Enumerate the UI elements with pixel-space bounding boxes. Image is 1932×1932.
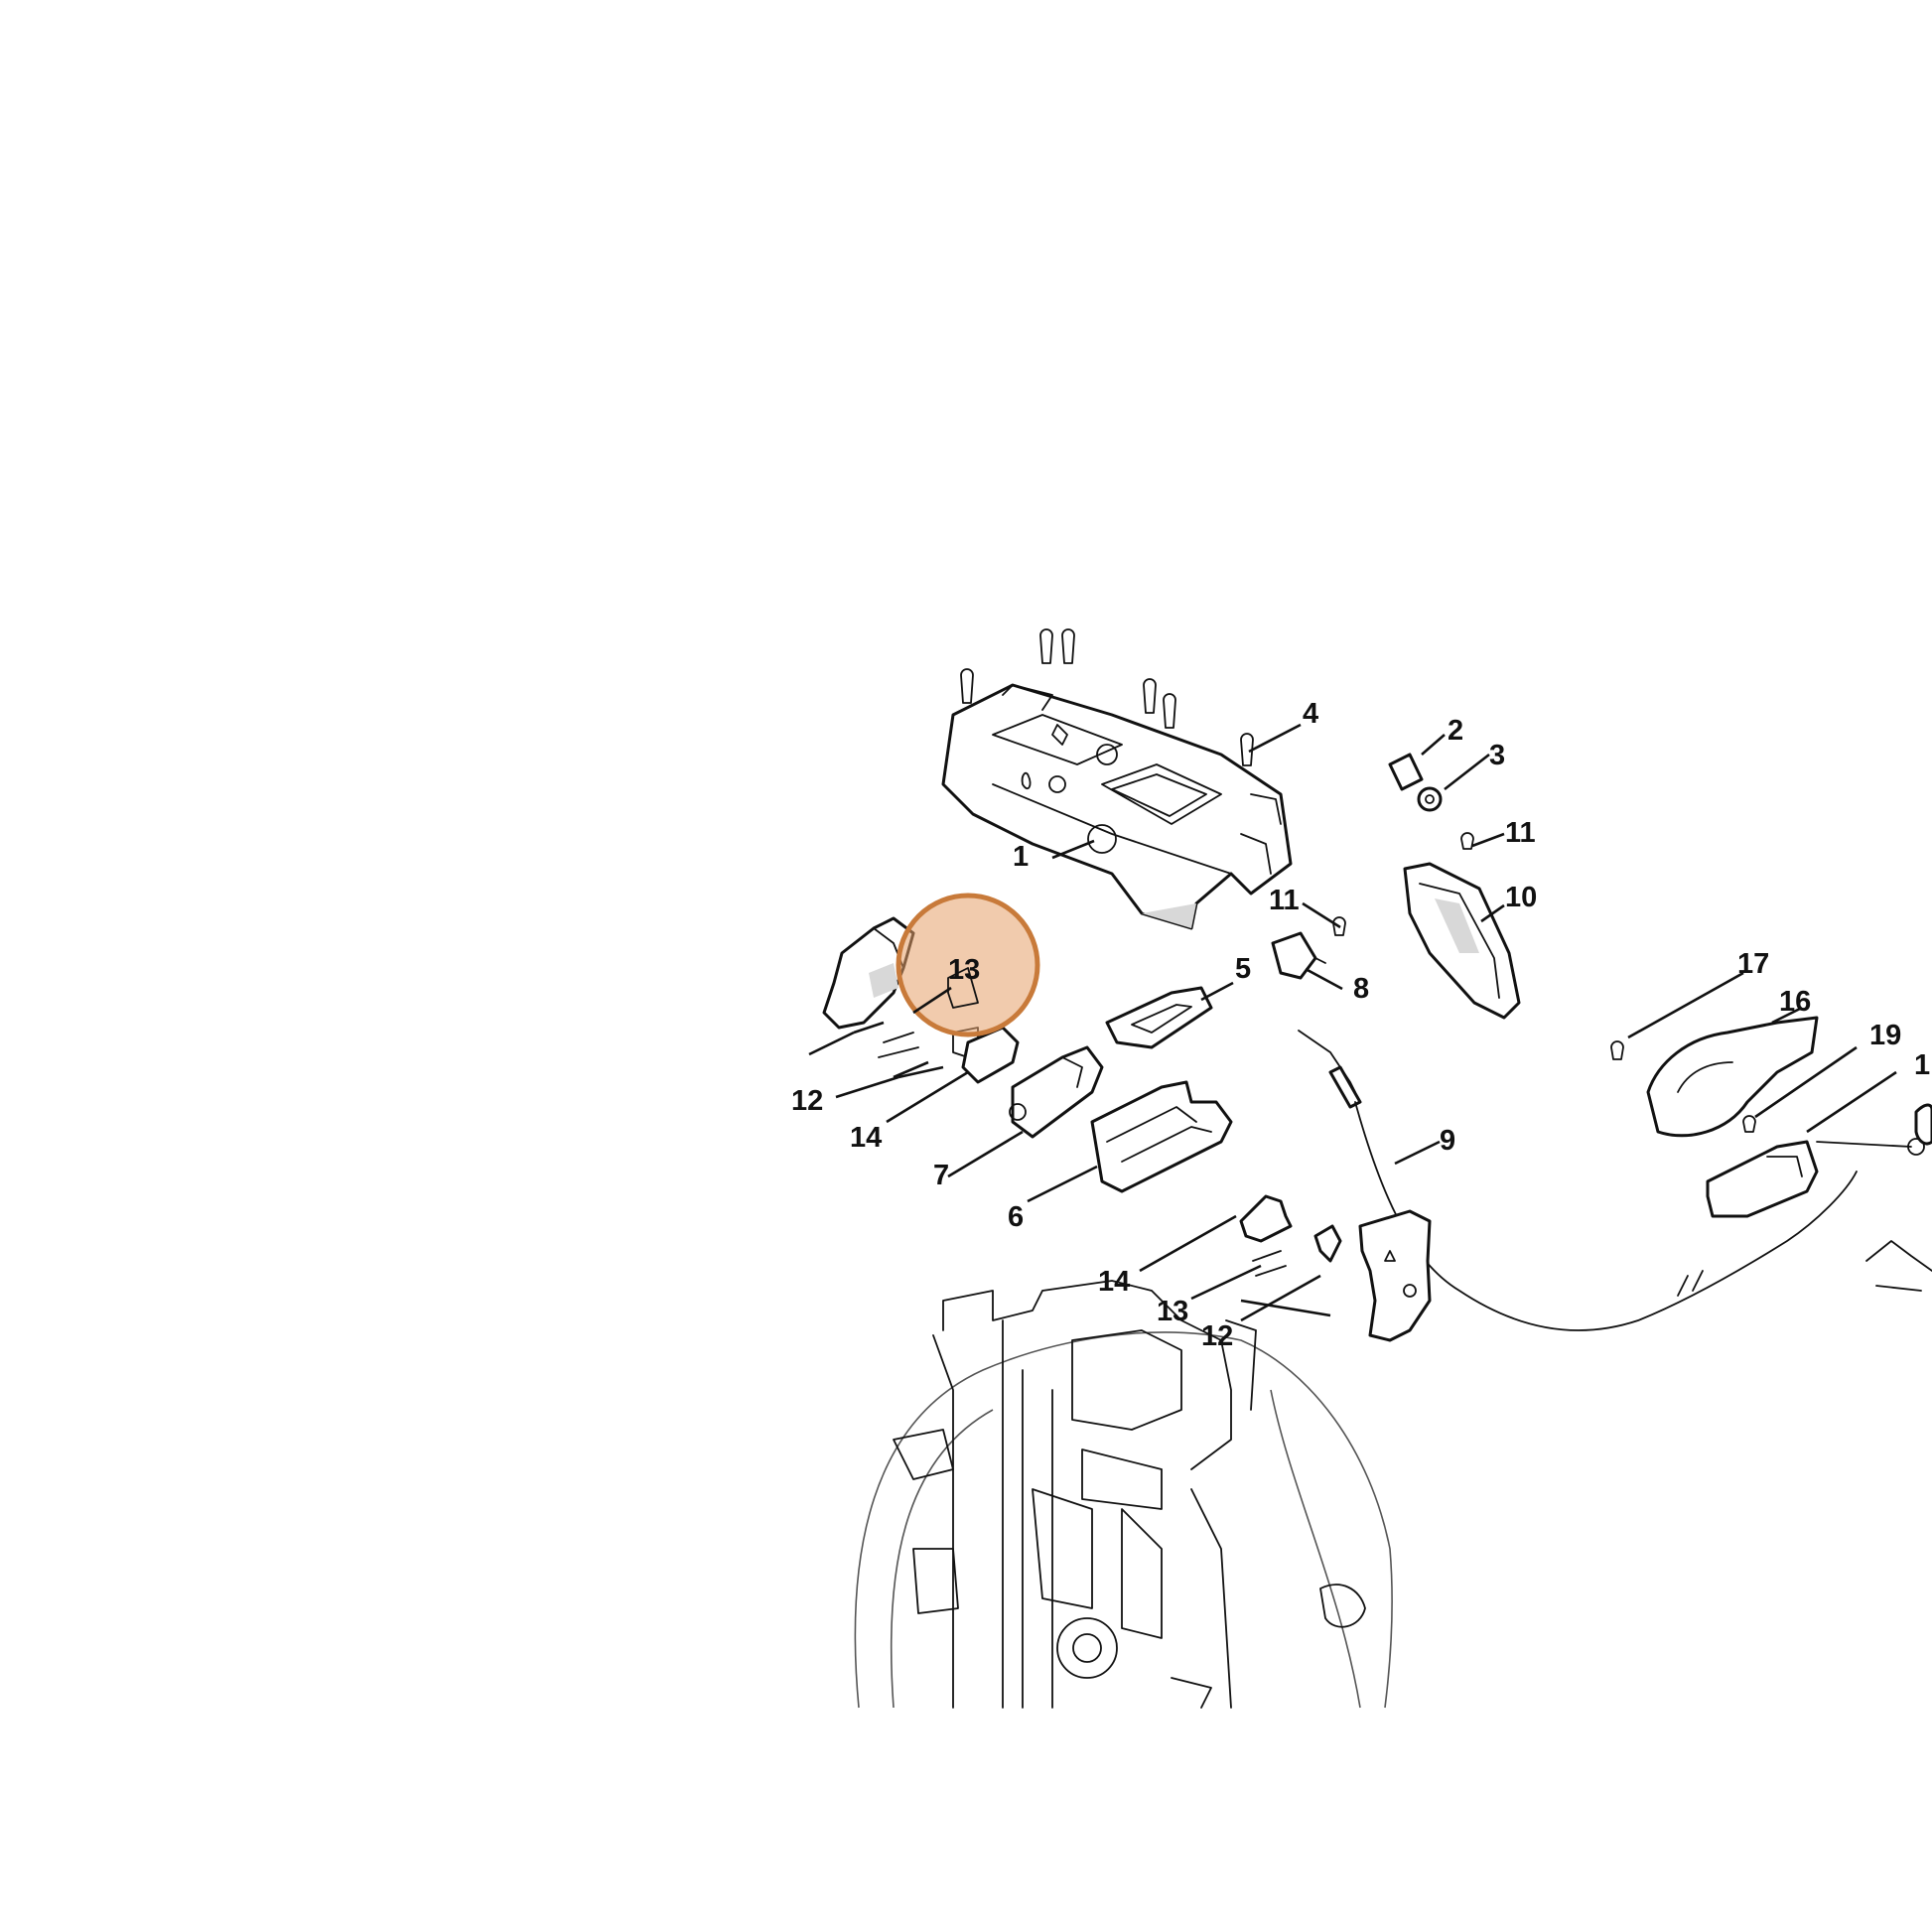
label-13-lower: 13 (1157, 1296, 1188, 1327)
label-5: 5 (1235, 953, 1251, 985)
leader-lines (808, 723, 1897, 1322)
label-13-highlighted[interactable]: 13 (948, 954, 980, 986)
highlight-marker[interactable] (896, 893, 1040, 1037)
part-9-cable (1298, 1030, 1858, 1331)
label-1: 1 (1013, 841, 1029, 873)
part-5-gasket (1105, 986, 1213, 1049)
part-6-bracket (1090, 1080, 1233, 1193)
label-7: 7 (933, 1160, 949, 1191)
label-8: 8 (1353, 973, 1369, 1005)
label-6: 6 (1008, 1201, 1024, 1233)
housing-drawing (854, 1280, 1393, 1709)
part-8-switch (1271, 931, 1326, 980)
label-9: 9 (1440, 1125, 1455, 1157)
label-16: 16 (1779, 986, 1811, 1018)
label-14-upper: 14 (850, 1122, 882, 1154)
label-12-lower: 12 (1201, 1320, 1233, 1352)
label-11-mid: 11 (1269, 885, 1300, 916)
callout-labels: 1 2 3 4 5 6 7 8 9 10 11 11 12 12 13 13 1… (791, 698, 1930, 1352)
trigger-assembly-lower (1239, 1194, 1432, 1342)
part-3-nut (1417, 786, 1443, 812)
part-11-screws (1332, 832, 1474, 936)
label-3: 3 (1489, 740, 1505, 771)
part-7-slide (1009, 1045, 1104, 1139)
part-4-screws (960, 628, 1254, 766)
label-14-lower: 14 (1098, 1266, 1130, 1298)
label-17: 17 (1737, 948, 1769, 980)
label-2: 2 (1448, 715, 1463, 747)
part-2-cap (1388, 753, 1424, 791)
label-4: 4 (1303, 698, 1318, 730)
right-side-parts (1610, 1016, 1932, 1292)
label-11-upper: 11 (1505, 817, 1536, 849)
label-12-upper: 12 (791, 1085, 823, 1117)
label-19: 19 (1869, 1020, 1901, 1051)
label-1-partial-right: 1 (1914, 1049, 1930, 1081)
label-10: 10 (1505, 882, 1537, 913)
part-10-cover (1403, 862, 1521, 1020)
part-1-handle-housing (941, 683, 1293, 930)
trigger-assembly-left (822, 916, 1020, 1084)
